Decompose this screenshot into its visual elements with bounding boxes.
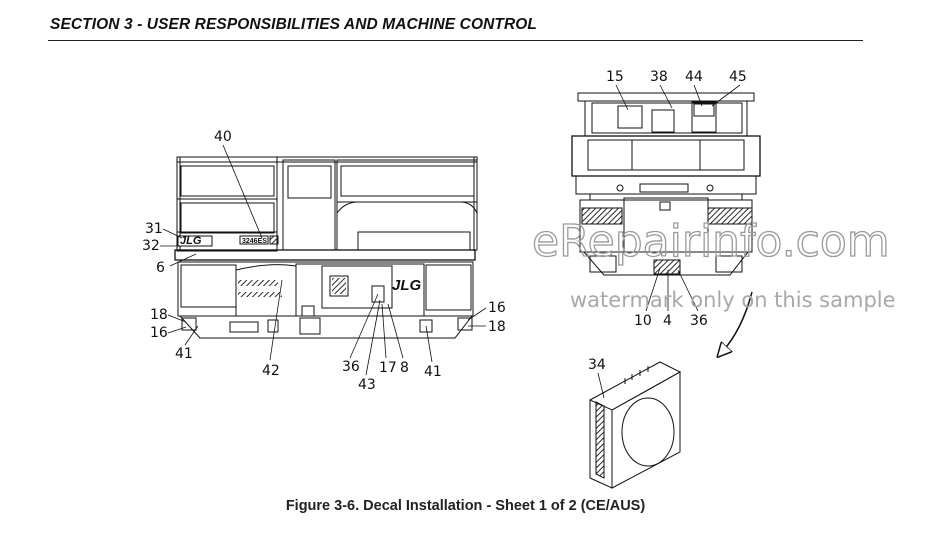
callout-6: 6	[156, 260, 165, 276]
header-divider	[48, 40, 863, 41]
callout-34: 34	[588, 357, 606, 373]
brand-logo-small: JLG	[180, 235, 202, 247]
callout-16-left: 16	[150, 325, 168, 341]
front-view-machine	[571, 92, 761, 276]
side-view-machine	[174, 156, 478, 339]
callout-4: 4	[663, 313, 672, 329]
callout-31: 31	[145, 221, 163, 237]
callout-15: 15	[606, 69, 624, 85]
callout-36-front: 36	[690, 313, 708, 329]
watermark-note: watermark only on this sample	[570, 288, 896, 312]
figure-caption: Figure 3-6. Decal Installation - Sheet 1…	[285, 498, 646, 514]
brand-logo-large: JLG	[392, 277, 422, 294]
detail-view-box	[588, 361, 682, 489]
callout-45: 45	[729, 69, 747, 85]
callout-36: 36	[342, 359, 360, 375]
callout-41-right: 41	[424, 364, 442, 380]
model-decal: 3246ES	[242, 238, 267, 245]
callout-41-left: 41	[175, 346, 193, 362]
watermark-main: eRepairinfo.com	[532, 216, 890, 267]
detail-arrow	[722, 291, 753, 352]
callout-32: 32	[142, 238, 160, 254]
callout-43: 43	[358, 377, 376, 393]
callout-38: 38	[650, 69, 668, 85]
callout-42: 42	[262, 363, 280, 379]
callout-18-right: 18	[488, 319, 506, 335]
front-callouts: 15 38 44 45 10 4 36	[606, 69, 747, 329]
callout-18-left: 18	[150, 307, 168, 323]
side-callouts: 40 31 32 6 18 16 41 42 36 43 17 8 41 16 …	[142, 129, 506, 393]
callout-40: 40	[214, 129, 232, 145]
callout-17: 17	[379, 360, 397, 376]
callout-16-right: 16	[488, 300, 506, 316]
front-leader-lines	[615, 84, 741, 312]
callout-10: 10	[634, 313, 652, 329]
side-leader-lines	[160, 144, 487, 376]
leader-34	[597, 372, 605, 399]
callout-8: 8	[400, 360, 409, 376]
callout-44: 44	[685, 69, 703, 85]
section-title: SECTION 3 - USER RESPONSIBILITIES AND MA…	[50, 16, 537, 33]
